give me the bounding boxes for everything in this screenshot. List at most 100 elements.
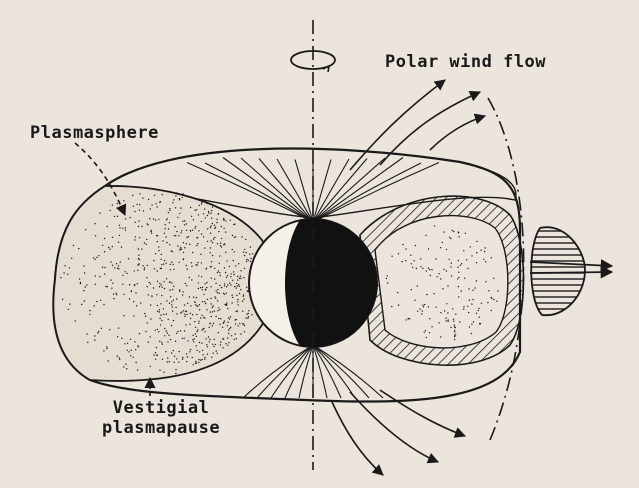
- stipple-dot: [472, 299, 473, 300]
- stipple-dot: [182, 357, 183, 358]
- stipple-dot: [205, 303, 206, 304]
- stipple-dot: [409, 318, 410, 319]
- stipple-dot: [109, 249, 110, 250]
- stipple-dot: [185, 283, 186, 284]
- stipple-dot: [168, 319, 169, 320]
- stipple-dot: [199, 309, 200, 310]
- stipple-dot: [165, 351, 166, 352]
- stipple-dot: [182, 359, 183, 360]
- stipple-dot: [146, 244, 147, 245]
- stipple-dot: [153, 354, 154, 355]
- stipple-dot: [444, 310, 445, 311]
- field-line: [313, 345, 341, 398]
- stipple-dot: [173, 300, 174, 301]
- stipple-dot: [186, 265, 187, 266]
- stipple-dot: [211, 261, 212, 262]
- stipple-dot: [224, 294, 225, 295]
- stipple-dot: [190, 230, 191, 231]
- stipple-dot: [212, 223, 213, 224]
- stipple-dot: [184, 224, 185, 225]
- stipple-dot: [479, 317, 480, 318]
- stipple-dot: [222, 347, 223, 348]
- stipple-dot: [176, 333, 177, 334]
- stipple-dot: [198, 214, 199, 215]
- stipple-dot: [165, 224, 166, 225]
- stipple-dot: [423, 306, 424, 307]
- stipple-dot: [190, 305, 191, 306]
- stipple-dot: [196, 345, 197, 346]
- stipple-dot: [198, 288, 199, 289]
- stipple-dot: [181, 230, 182, 231]
- stipple-dot: [424, 332, 425, 333]
- stipple-dot: [485, 247, 486, 248]
- stipple-dot: [422, 268, 423, 269]
- stipple-dot: [136, 305, 137, 306]
- stipple-dot: [480, 250, 481, 251]
- stipple-dot: [425, 235, 426, 236]
- stipple-dot: [225, 343, 226, 344]
- stipple-dot: [196, 245, 197, 246]
- stipple-dot: [250, 261, 251, 262]
- stipple-dot: [234, 223, 235, 224]
- stipple-dot: [426, 270, 427, 271]
- stipple-dot: [191, 266, 192, 267]
- stipple-dot: [157, 241, 158, 242]
- stipple-dot: [227, 325, 228, 326]
- stipple-dot: [186, 353, 187, 354]
- stipple-dot: [94, 335, 95, 336]
- stipple-dot: [220, 243, 221, 244]
- stipple-dot: [176, 358, 177, 359]
- stipple-dot: [176, 298, 177, 299]
- stipple-dot: [220, 344, 221, 345]
- stipple-dot: [239, 278, 240, 279]
- stipple-dot: [218, 270, 219, 271]
- stipple-dot: [73, 245, 74, 246]
- stipple-dot: [192, 252, 193, 253]
- stipple-dot: [406, 319, 407, 320]
- stipple-dot: [240, 278, 241, 279]
- stipple-dot: [204, 209, 205, 210]
- stipple-dot: [136, 204, 137, 205]
- stipple-dot: [95, 259, 96, 260]
- stipple-dot: [121, 338, 122, 339]
- field-line: [313, 345, 369, 398]
- stipple-dot: [223, 323, 224, 324]
- stipple-dot: [476, 241, 477, 242]
- stipple-dot: [224, 285, 225, 286]
- stipple-dot: [426, 337, 427, 338]
- stipple-dot: [146, 239, 147, 240]
- stipple-dot: [184, 304, 185, 305]
- stipple-dot: [212, 311, 213, 312]
- stipple-dot: [452, 308, 453, 309]
- stipple-dot: [172, 306, 173, 307]
- stipple-dot: [239, 293, 240, 294]
- stipple-dot: [208, 336, 209, 337]
- stipple-dot: [217, 353, 218, 354]
- stipple-dot: [430, 275, 431, 276]
- stipple-dot: [171, 352, 172, 353]
- stipple-dot: [115, 292, 116, 293]
- stipple-dot: [476, 280, 477, 281]
- stipple-dot: [108, 360, 109, 361]
- stipple-dot: [450, 238, 451, 239]
- vestigial-label-line1: Vestigial: [102, 398, 220, 418]
- stipple-dot: [457, 278, 458, 279]
- stipple-dot: [184, 330, 185, 331]
- stipple-dot: [126, 368, 127, 369]
- stipple-dot: [246, 261, 247, 262]
- stipple-dot: [435, 258, 436, 259]
- stipple-dot: [247, 290, 248, 291]
- stipple-dot: [203, 236, 204, 237]
- stipple-dot: [157, 281, 158, 282]
- stipple-dot: [127, 350, 128, 351]
- stipple-dot: [117, 355, 118, 356]
- stipple-dot: [144, 242, 145, 243]
- stipple-dot: [169, 281, 170, 282]
- stipple-dot: [445, 317, 446, 318]
- stipple-dot: [213, 238, 214, 239]
- stipple-dot: [454, 331, 455, 332]
- stipple-dot: [491, 298, 492, 299]
- stipple-dot: [405, 248, 406, 249]
- stipple-dot: [193, 364, 194, 365]
- stipple-dot: [222, 338, 223, 339]
